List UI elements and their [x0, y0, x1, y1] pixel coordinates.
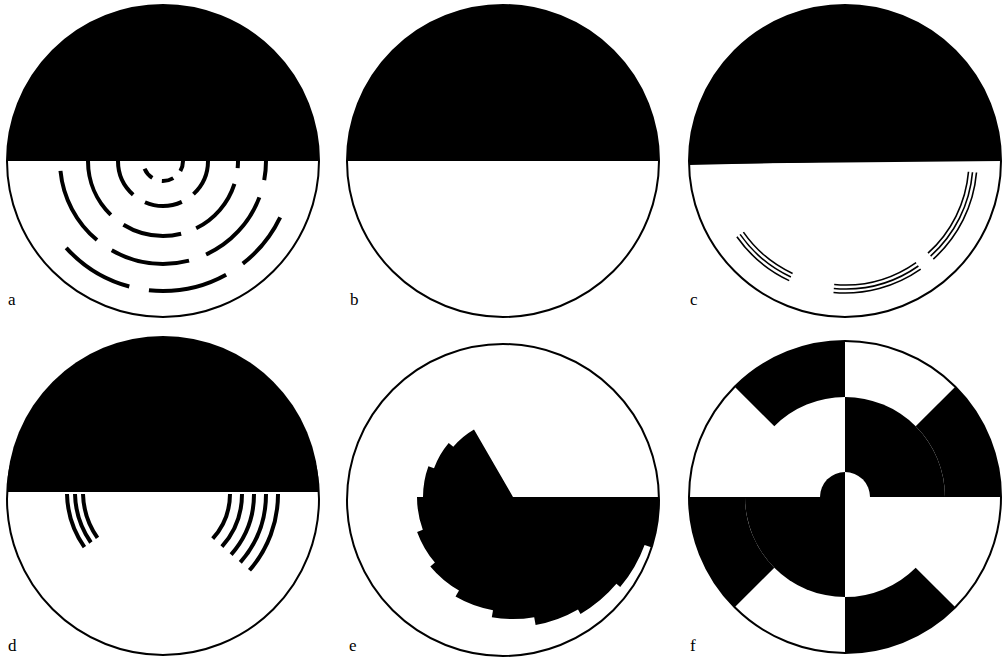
panel-letter: e [349, 637, 357, 654]
disc-f [689, 341, 1001, 653]
disc-e [347, 344, 660, 656]
panel-letter: b [350, 291, 359, 308]
panel-letter: d [8, 637, 17, 654]
panel-letter: a [8, 291, 16, 308]
disc-d [7, 336, 319, 655]
disc-c [689, 5, 1001, 317]
disc-a [7, 5, 319, 317]
disc-b [347, 5, 659, 317]
panel-letter: c [690, 291, 698, 308]
panel-letter: f [690, 637, 696, 654]
